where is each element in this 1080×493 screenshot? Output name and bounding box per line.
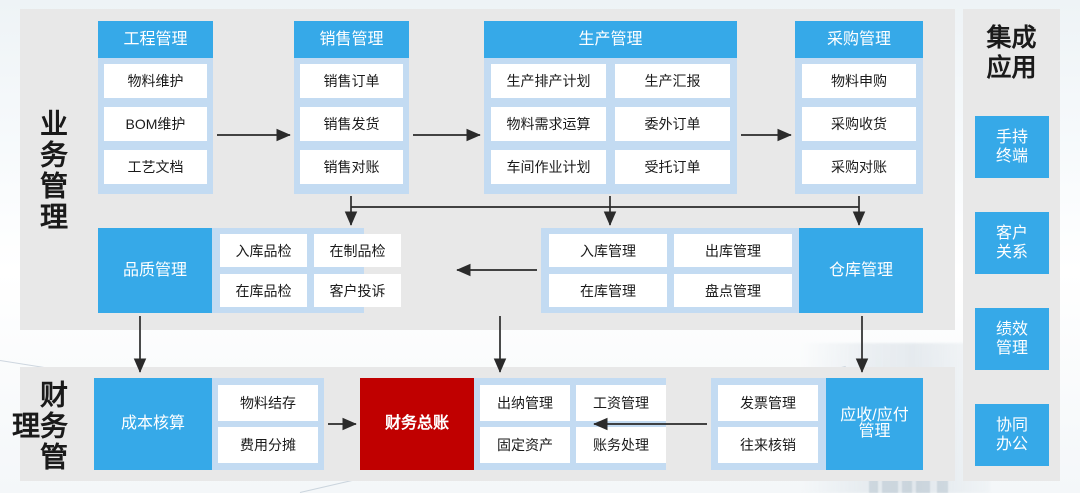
finance-section-label: 财务管理 bbox=[9, 379, 68, 473]
tile-wip-inspection[interactable]: 在制品检 bbox=[314, 234, 401, 267]
tile-fixed-assets[interactable]: 固定资产 bbox=[480, 427, 570, 463]
module-warehouse-tiles: 入库管理 出库管理 在库管理 盘点管理 bbox=[549, 234, 792, 307]
tile-entrusted-order[interactable]: 受托订单 bbox=[615, 150, 730, 184]
tile-material-requisition[interactable]: 物料申购 bbox=[802, 64, 916, 98]
tile-ar-ap-writeoff[interactable]: 往来核销 bbox=[718, 427, 818, 463]
module-warehouse[interactable]: 仓库管理 入库管理 出库管理 在库管理 盘点管理 bbox=[541, 228, 923, 313]
tile-mrp[interactable]: 物料需求运算 bbox=[491, 107, 606, 141]
module-cost-accounting-tiles: 物料结存 费用分摊 bbox=[218, 385, 318, 469]
tile-production-report[interactable]: 生产汇报 bbox=[615, 64, 730, 98]
tile-sales-order[interactable]: 销售订单 bbox=[300, 64, 403, 98]
integration-title-line1: 集成 bbox=[986, 24, 1037, 52]
module-cost-accounting[interactable]: 成本核算 物料结存 费用分摊 bbox=[94, 378, 324, 470]
tile-purchase-reconciliation[interactable]: 采购对账 bbox=[802, 150, 916, 184]
module-engineering-tiles: 物料维护 BOM维护 工艺文档 bbox=[104, 64, 207, 193]
integration-title: 集成 应用 bbox=[963, 24, 1060, 83]
business-section-label: 业务管理 bbox=[37, 109, 68, 233]
tile-outbound-management[interactable]: 出库管理 bbox=[674, 234, 792, 267]
tile-inbound-inspection[interactable]: 入库品检 bbox=[220, 234, 307, 267]
integration-item-oa[interactable]: 协同办公 bbox=[975, 404, 1049, 466]
module-production[interactable]: 生产管理 生产排产计划 生产汇报 物料需求运算 委外订单 车间作业计划 受托订单 bbox=[484, 21, 737, 194]
tile-customer-complaint[interactable]: 客户投诉 bbox=[314, 274, 401, 307]
tile-instock-inspection[interactable]: 在库品检 bbox=[220, 274, 307, 307]
tile-material-balance[interactable]: 物料结存 bbox=[218, 385, 318, 421]
tile-stocktaking-management[interactable]: 盘点管理 bbox=[674, 274, 792, 307]
module-receivable-payable-header-line2: 管理 bbox=[858, 423, 891, 440]
integration-item-label-line2: 办公 bbox=[995, 436, 1028, 453]
module-general-ledger-tiles: 出纳管理 工资管理 固定资产 账务处理 bbox=[480, 385, 666, 463]
integration-item-label-line2: 管理 bbox=[995, 340, 1028, 357]
tile-bom-maintenance[interactable]: BOM维护 bbox=[104, 107, 207, 141]
integration-item-label-line2: 关系 bbox=[995, 244, 1028, 261]
integration-title-line2: 应用 bbox=[986, 53, 1037, 82]
module-engineering-header[interactable]: 工程管理 bbox=[98, 21, 213, 58]
module-warehouse-header[interactable]: 仓库管理 bbox=[799, 228, 923, 313]
module-production-header[interactable]: 生产管理 bbox=[484, 21, 737, 58]
module-sales-header[interactable]: 销售管理 bbox=[294, 21, 409, 58]
module-sales-tiles: 销售订单 销售发货 销售对账 bbox=[300, 64, 403, 193]
tile-production-schedule[interactable]: 生产排产计划 bbox=[491, 64, 606, 98]
integration-item-label-line1: 手持 bbox=[995, 128, 1028, 146]
module-general-ledger-header[interactable]: 财务总账 bbox=[360, 378, 474, 470]
module-production-tiles: 生产排产计划 生产汇报 物料需求运算 委外订单 车间作业计划 受托订单 bbox=[491, 64, 730, 184]
integration-item-label-line1: 绩效 bbox=[995, 320, 1028, 338]
module-sales[interactable]: 销售管理 销售订单 销售发货 销售对账 bbox=[294, 21, 409, 194]
module-engineering[interactable]: 工程管理 物料维护 BOM维护 工艺文档 bbox=[98, 21, 213, 194]
integration-item-label-line1: 协同 bbox=[995, 416, 1028, 434]
integration-item-crm[interactable]: 客户关系 bbox=[975, 212, 1049, 274]
integration-item-performance[interactable]: 绩效管理 bbox=[975, 308, 1049, 370]
module-purchase-header[interactable]: 采购管理 bbox=[795, 21, 923, 58]
tile-workshop-plan[interactable]: 车间作业计划 bbox=[491, 150, 606, 184]
tile-outsourcing-order[interactable]: 委外订单 bbox=[615, 107, 730, 141]
tile-sales-delivery[interactable]: 销售发货 bbox=[300, 107, 403, 141]
tile-cashier-management[interactable]: 出纳管理 bbox=[480, 385, 570, 421]
tile-inbound-management[interactable]: 入库管理 bbox=[549, 234, 667, 267]
module-quality-tiles: 入库品检 在制品检 在库品检 客户投诉 bbox=[220, 234, 401, 307]
module-receivable-payable-header[interactable]: 应收/应付 管理 bbox=[826, 378, 923, 470]
tile-material-maintenance[interactable]: 物料维护 bbox=[104, 64, 207, 98]
tile-instock-management[interactable]: 在库管理 bbox=[549, 274, 667, 307]
module-receivable-payable[interactable]: 应收/应付 管理 发票管理 往来核销 bbox=[711, 378, 923, 470]
tile-invoice-management[interactable]: 发票管理 bbox=[718, 385, 818, 421]
module-quality-header[interactable]: 品质管理 bbox=[98, 228, 212, 313]
module-purchase-tiles: 物料申购 采购收货 采购对账 bbox=[802, 64, 916, 193]
integration-item-handheld-terminal[interactable]: 手持终端 bbox=[975, 116, 1049, 178]
module-receivable-payable-tiles: 发票管理 往来核销 bbox=[718, 385, 818, 469]
tile-accounting-processing[interactable]: 账务处理 bbox=[576, 427, 666, 463]
tile-process-document[interactable]: 工艺文档 bbox=[104, 150, 207, 184]
tile-payroll-management[interactable]: 工资管理 bbox=[576, 385, 666, 421]
module-cost-accounting-header[interactable]: 成本核算 bbox=[94, 378, 212, 470]
tile-purchase-receipt[interactable]: 采购收货 bbox=[802, 107, 916, 141]
module-purchase[interactable]: 采购管理 物料申购 采购收货 采购对账 bbox=[795, 21, 923, 194]
module-general-ledger[interactable]: 财务总账 出纳管理 工资管理 固定资产 账务处理 bbox=[360, 378, 666, 470]
integration-item-label-line2: 终端 bbox=[995, 148, 1028, 165]
tile-expense-allocation[interactable]: 费用分摊 bbox=[218, 427, 318, 463]
module-receivable-payable-header-line1: 应收/应付 bbox=[840, 407, 909, 424]
module-quality[interactable]: 品质管理 入库品检 在制品检 在库品检 客户投诉 bbox=[98, 228, 401, 313]
tile-sales-reconciliation[interactable]: 销售对账 bbox=[300, 150, 403, 184]
integration-item-label-line1: 客户 bbox=[995, 224, 1028, 242]
